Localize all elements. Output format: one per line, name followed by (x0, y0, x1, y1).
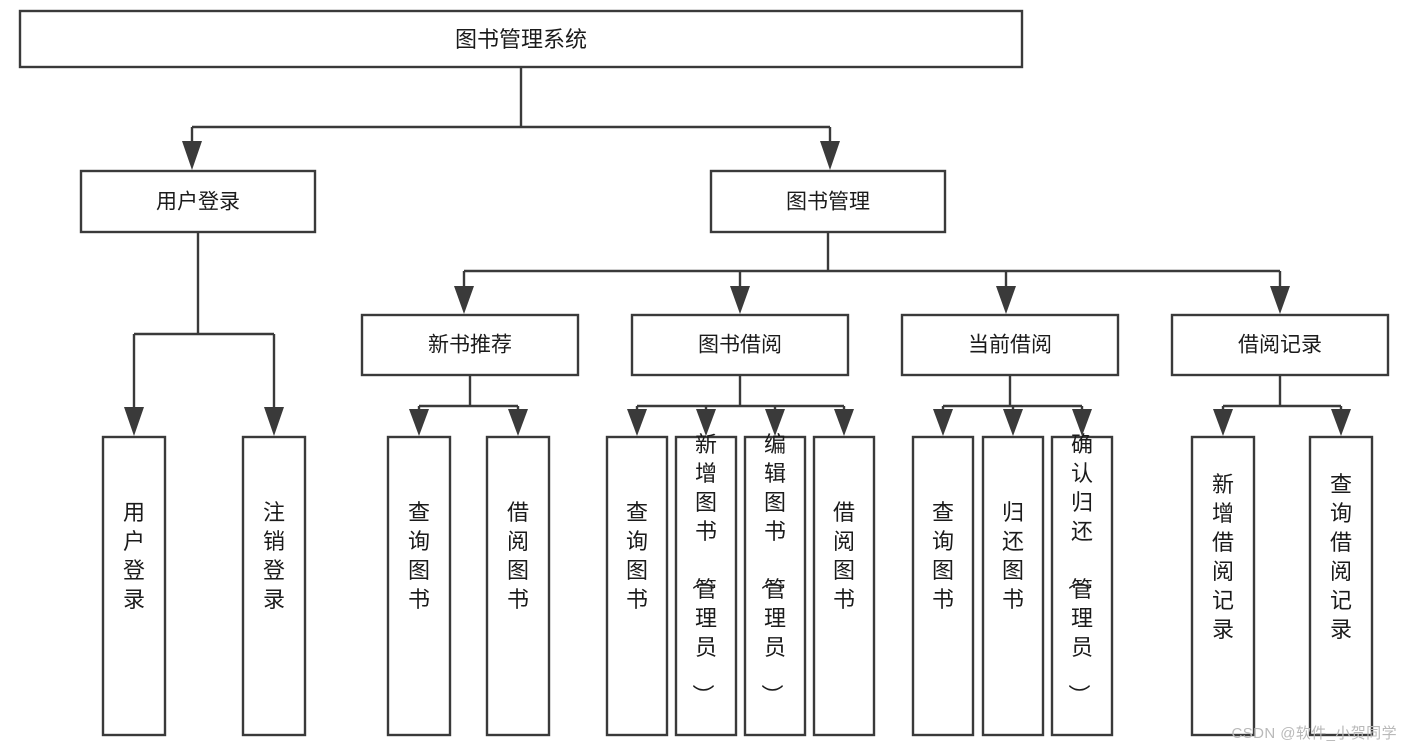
node-new-book-rec[interactable]: 新书推荐 (360, 313, 580, 377)
node-leaf-user-login-box[interactable] (101, 435, 167, 737)
arrowhead-new-book-rec (454, 286, 474, 314)
node-leaf-edit-book-label: 编辑图书（管理员） (759, 432, 786, 706)
node-leaf-borrow-book-1-box[interactable] (485, 435, 551, 737)
node-leaf-add-record-label: 新增借阅记录 (1212, 472, 1234, 642)
node-leaf-query-record-box[interactable] (1308, 435, 1374, 737)
node-new-book-rec-box[interactable] (360, 313, 580, 377)
node-leaf-confirm-return[interactable]: 确认归还（管理员） (1050, 432, 1114, 737)
node-current-borrow-box[interactable] (900, 313, 1120, 377)
node-leaf-return-book-label: 归还图书 (1002, 500, 1024, 612)
node-leaf-edit-book[interactable]: 编辑图书（管理员） (743, 432, 807, 737)
node-borrow-record-label: 借阅记录 (1238, 334, 1322, 357)
node-leaf-query-book-3[interactable]: 查询图书 (911, 435, 975, 737)
node-leaf-query-book-2-box[interactable] (605, 435, 669, 737)
node-user-login[interactable]: 用户登录 (79, 169, 317, 234)
node-leaf-return-book-box[interactable] (981, 435, 1045, 737)
node-leaf-query-book-1-box[interactable] (386, 435, 452, 737)
node-leaf-add-record-box[interactable] (1190, 435, 1256, 737)
arrowhead-book-manage (820, 141, 840, 170)
arrowhead-leaf-query-book-1 (409, 409, 429, 436)
node-new-book-rec-label: 新书推荐 (428, 334, 512, 357)
node-leaf-borrow-book-2[interactable]: 借阅图书 (812, 435, 876, 737)
node-current-borrow-label: 当前借阅 (968, 334, 1052, 357)
node-leaf-borrow-book-1-label: 借阅图书 (507, 500, 529, 612)
node-root-label: 图书管理系统 (455, 27, 587, 52)
node-book-borrow-box[interactable] (630, 313, 850, 377)
node-leaf-add-book-label: 新增图书（管理员） (690, 432, 717, 706)
node-book-manage-label: 图书管理 (786, 191, 870, 214)
arrowhead-leaf-add-book (696, 409, 716, 436)
arrowhead-current-borrow (996, 286, 1016, 314)
node-leaf-user-logout-label: 注销登录 (263, 500, 285, 612)
node-leaf-borrow-book-1[interactable]: 借阅图书 (485, 435, 551, 737)
leaf-layer: 用户登录 注销登录 查询图书 借阅图书 查询图书 新增图书（管理员） (101, 432, 1374, 737)
arrowhead-leaf-query-book-3 (933, 409, 953, 436)
node-leaf-query-book-1-label: 查询图书 (408, 500, 430, 612)
arrowhead-leaf-confirm-return (1072, 409, 1092, 436)
arrowhead-user-login (182, 141, 202, 170)
node-leaf-confirm-return-box[interactable] (1050, 435, 1114, 737)
node-leaf-user-logout-box[interactable] (241, 435, 307, 737)
node-root[interactable]: 图书管理系统 (18, 9, 1024, 69)
node-leaf-user-logout[interactable]: 注销登录 (241, 435, 307, 737)
node-leaf-query-record-label: 查询借阅记录 (1330, 472, 1352, 642)
node-user-login-box[interactable] (79, 169, 317, 234)
node-leaf-user-login-label: 用户登录 (123, 500, 145, 612)
node-borrow-record[interactable]: 借阅记录 (1170, 313, 1390, 377)
connector-layer (124, 67, 1351, 436)
node-leaf-query-book-3-label: 查询图书 (932, 500, 954, 612)
arrowhead-leaf-user-login (124, 407, 144, 436)
node-leaf-add-book[interactable]: 新增图书（管理员） (674, 432, 738, 737)
arrowhead-leaf-edit-book (765, 409, 785, 436)
node-borrow-record-box[interactable] (1170, 313, 1390, 377)
node-root-box[interactable] (18, 9, 1024, 69)
node-leaf-query-book-2[interactable]: 查询图书 (605, 435, 669, 737)
node-book-manage-box[interactable] (709, 169, 947, 234)
node-leaf-query-book-3-box[interactable] (911, 435, 975, 737)
arrowhead-leaf-return-book (1003, 409, 1023, 436)
arrowhead-borrow-record (1270, 286, 1290, 314)
arrowhead-leaf-add-record (1213, 409, 1233, 436)
node-leaf-return-book[interactable]: 归还图书 (981, 435, 1045, 737)
arrowhead-book-borrow (730, 286, 750, 314)
arrowhead-leaf-borrow-book-2 (834, 409, 854, 436)
arrowhead-leaf-borrow-book-1 (508, 409, 528, 436)
node-leaf-borrow-book-2-label: 借阅图书 (833, 500, 855, 612)
node-leaf-confirm-return-label: 确认归还（管理员） (1066, 432, 1093, 706)
node-user-login-label: 用户登录 (156, 191, 240, 214)
node-leaf-query-book-1[interactable]: 查询图书 (386, 435, 452, 737)
arrowhead-leaf-query-book-2 (627, 409, 647, 436)
node-book-borrow-label: 图书借阅 (698, 334, 782, 357)
node-leaf-query-book-2-label: 查询图书 (626, 500, 648, 612)
node-book-manage[interactable]: 图书管理 (709, 169, 947, 234)
node-current-borrow[interactable]: 当前借阅 (900, 313, 1120, 377)
node-leaf-borrow-book-2-box[interactable] (812, 435, 876, 737)
node-leaf-edit-book-box[interactable] (743, 435, 807, 737)
node-leaf-query-record[interactable]: 查询借阅记录 (1308, 435, 1374, 737)
node-leaf-add-record[interactable]: 新增借阅记录 (1190, 435, 1256, 737)
arrowhead-leaf-query-record (1331, 409, 1351, 436)
node-book-borrow[interactable]: 图书借阅 (630, 313, 850, 377)
node-leaf-add-book-box[interactable] (674, 435, 738, 737)
node-leaf-user-login[interactable]: 用户登录 (101, 435, 167, 737)
arrowhead-leaf-user-logout (264, 407, 284, 436)
